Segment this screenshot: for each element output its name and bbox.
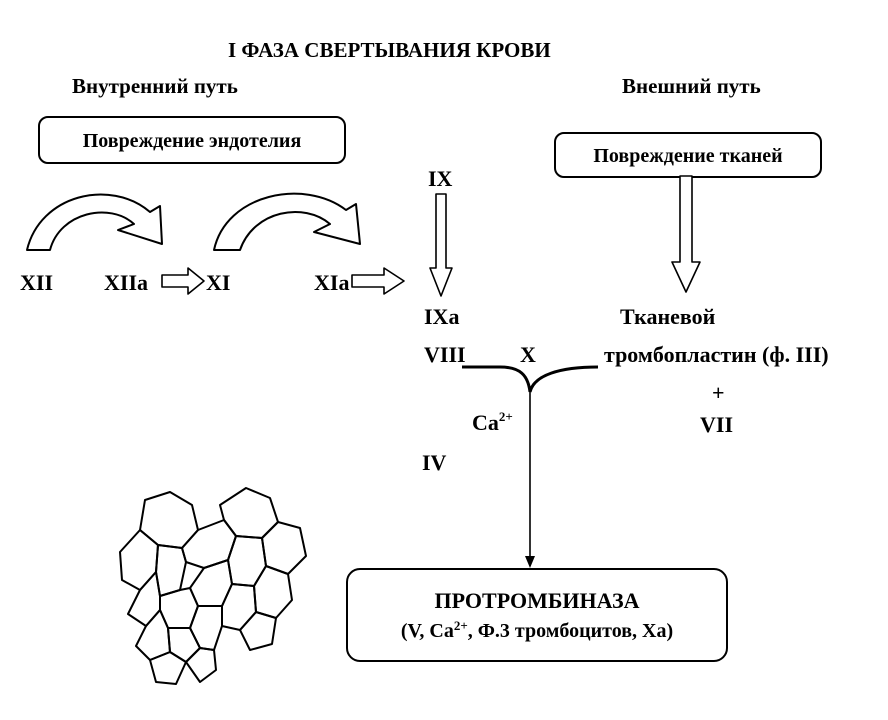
- tissue-damage-label: Повреждение тканей: [593, 145, 783, 167]
- cell-mesh-icon: [119, 487, 307, 685]
- prothrombinase-components: (V, Ca2+, Ф.3 тромбоцитов, Xa): [348, 618, 726, 643]
- components-part-b: , Ф.3 тромбоцитов, Xa): [467, 620, 674, 642]
- curved-arrow-icon: [213, 192, 361, 251]
- factor-viii: VIII: [424, 342, 466, 367]
- arrowhead-icon: [525, 556, 535, 568]
- calcium-symbol: Ca: [472, 410, 499, 435]
- components-part-a: (V, Ca: [400, 620, 454, 642]
- factor-iv: IV: [422, 450, 447, 475]
- calcium-charge: 2+: [498, 409, 513, 424]
- prothrombinase-box: ПРОТРОМБИНАЗА (V, Ca2+, Ф.3 тромбоцитов,…: [346, 568, 728, 662]
- endothelium-damage-box: Повреждение эндотелия: [38, 116, 346, 164]
- factor-xii: XII: [20, 270, 54, 295]
- plus-sign: +: [712, 380, 725, 405]
- factor-xiia: XIIa: [104, 270, 149, 295]
- factor-xia: XIa: [314, 270, 350, 295]
- extrinsic-heading: Внешний путь: [622, 74, 761, 98]
- diagram-title: I ФАЗА СВЕРТЫВАНИЯ КРОВИ: [228, 38, 551, 62]
- prothrombinase-title: ПРОТРОМБИНАЗА: [434, 588, 640, 613]
- factor-xi: XI: [206, 270, 231, 295]
- hollow-arrow-icon: [161, 267, 205, 295]
- tissue-factor-line1: Тканевой: [620, 304, 716, 329]
- curved-arrow-icon: [26, 193, 163, 251]
- calcium-label: Ca2+: [472, 409, 513, 435]
- factor-vii: VII: [700, 412, 734, 437]
- hollow-arrow-icon: [671, 175, 701, 293]
- hollow-arrow-icon: [429, 193, 453, 297]
- hollow-arrow-icon: [351, 267, 405, 295]
- endothelium-damage-label: Повреждение эндотелия: [82, 130, 302, 152]
- intrinsic-heading: Внутренний путь: [72, 74, 238, 98]
- factor-ixa: IXa: [424, 304, 460, 329]
- factor-ix: IX: [428, 166, 453, 191]
- tissue-factor-line2: тромбопластин (ф. III): [604, 342, 829, 367]
- factor-x: X: [520, 342, 536, 367]
- tissue-damage-box: Повреждение тканей: [554, 132, 822, 178]
- components-charge: 2+: [453, 618, 468, 633]
- convergence-lines: [462, 365, 599, 393]
